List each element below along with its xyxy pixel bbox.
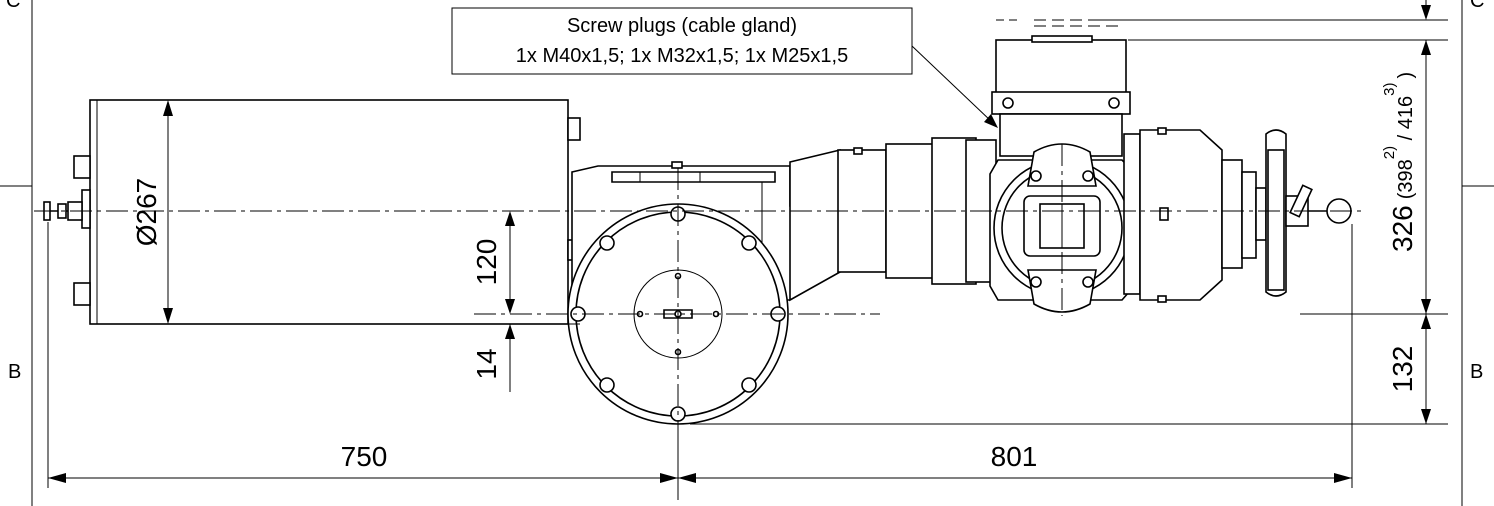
dimension-text-750: 750 <box>341 441 388 472</box>
dimension-text-132: 132 <box>1387 346 1418 393</box>
dimension-text-14: 14 <box>471 348 502 379</box>
dimension-326-alt: (398 <box>1395 159 1417 199</box>
zone-label-top-left: C <box>6 0 20 12</box>
zone-label-mid-right: B <box>1470 361 1483 383</box>
dimension-326-alt-sup: 2) <box>1381 146 1398 159</box>
motor <box>43 99 581 325</box>
dimension-326-alt2-sup: 3) <box>1381 83 1398 96</box>
zone-label-top-right: C <box>1470 0 1484 12</box>
dimension-326-main: 326 <box>1387 205 1418 252</box>
dimension-text-diameter: Ø267 <box>131 178 162 247</box>
callout-screw-plugs <box>451 7 998 128</box>
dimension-326-close: ) <box>1395 72 1417 79</box>
dimension-text-801: 801 <box>991 441 1038 472</box>
handwheel-assembly <box>1123 127 1352 303</box>
extension-lines <box>47 19 1448 500</box>
dimension-14 <box>505 324 515 392</box>
dimension-text-326: 326 (3982) / 4163)) <box>1381 72 1418 252</box>
control-unit <box>989 19 1137 313</box>
dimension-132 <box>1421 314 1431 424</box>
dimension-text-120: 120 <box>471 239 502 286</box>
dimension-326 <box>1421 0 1431 314</box>
callout-text-line1: Screw plugs (cable gland) <box>567 15 797 37</box>
dimension-diameter-267 <box>163 100 173 324</box>
dimension-750-801 <box>48 473 1352 483</box>
dimension-326-alt2: / 416 <box>1395 96 1417 146</box>
dimension-120 <box>505 211 515 314</box>
zone-label-mid-left: B <box>8 361 21 383</box>
centerlines <box>34 144 1364 432</box>
callout-text-line2: 1x M40x1,5; 1x M32x1,5; 1x M25x1,5 <box>516 45 848 67</box>
